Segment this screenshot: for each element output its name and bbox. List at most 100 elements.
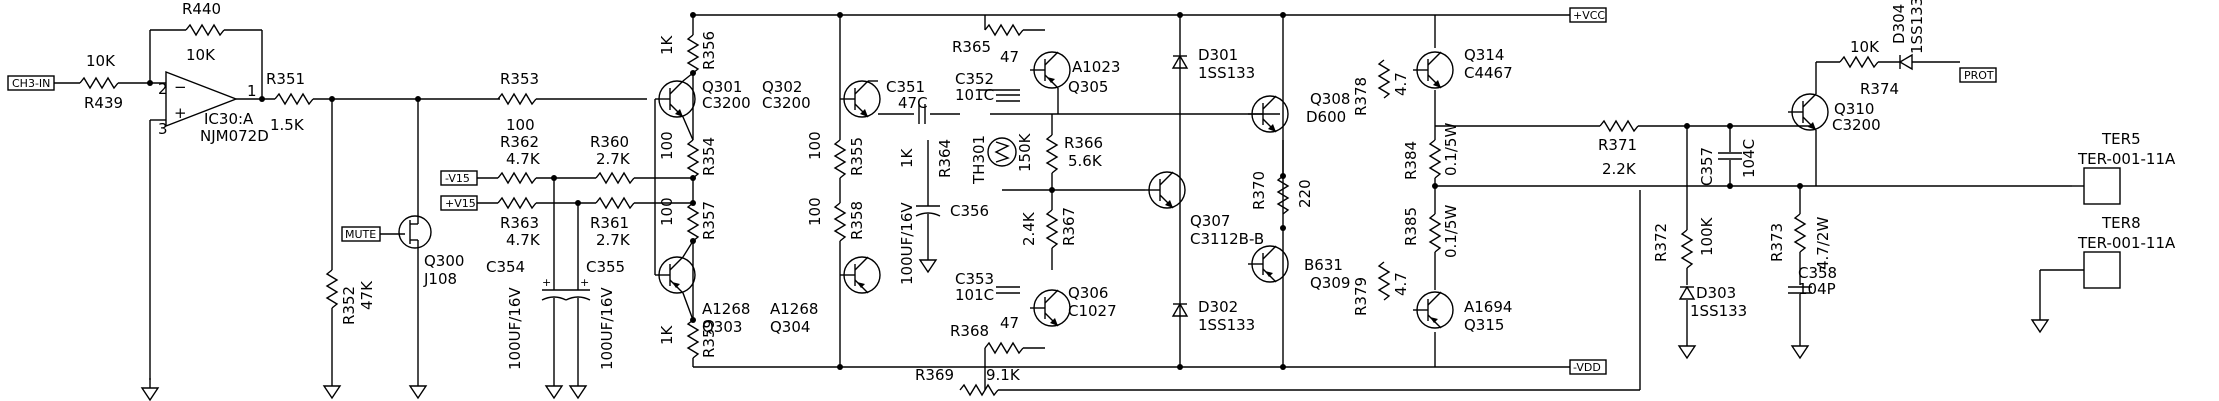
r384-value: 0.1/5W bbox=[1442, 123, 1460, 176]
q308-part: D600 bbox=[1306, 108, 1346, 126]
r374-value: 10K bbox=[1850, 38, 1880, 56]
r358-value: 100 bbox=[806, 197, 824, 226]
c353-value: 101C bbox=[955, 286, 994, 304]
output-terminals: TER5 TER-001-11A TER8 TER-001-11A bbox=[2031, 130, 2176, 333]
q303-part: A1268 bbox=[702, 300, 750, 318]
d302-ref: D302 bbox=[1198, 298, 1238, 316]
transistor-q309 bbox=[1247, 245, 1289, 283]
r379-ref: R379 bbox=[1352, 277, 1370, 316]
resistor-r361 bbox=[595, 197, 635, 209]
resistor-r363 bbox=[497, 197, 537, 209]
terminal-ter5 bbox=[2083, 167, 2121, 205]
th301-ref: TH301 bbox=[970, 135, 988, 185]
c358-ref: C358 bbox=[1798, 264, 1837, 282]
c352-value: 101C bbox=[955, 86, 994, 104]
r369-value: 9.1K bbox=[986, 366, 1021, 384]
opamp-pin1: 1 bbox=[247, 82, 257, 100]
transistor-q301 bbox=[654, 80, 696, 118]
resistor-r369 bbox=[959, 384, 999, 396]
r378-ref: R378 bbox=[1352, 77, 1370, 116]
r354-ref: R354 bbox=[700, 137, 718, 176]
q307-part: C3112B-B bbox=[1190, 230, 1264, 248]
d301-ref: D301 bbox=[1198, 46, 1238, 64]
transistor-q303 bbox=[654, 256, 696, 294]
q314-part: C4467 bbox=[1464, 64, 1513, 82]
r370-value: 220 bbox=[1296, 179, 1314, 208]
r439-ref: R439 bbox=[84, 94, 123, 112]
r351-ref: R351 bbox=[266, 70, 305, 88]
transistor-q302 bbox=[839, 80, 881, 118]
q302-ref: Q302 bbox=[762, 78, 802, 96]
r360-value: 2.7K bbox=[596, 150, 631, 168]
q300-ref: Q300 bbox=[424, 252, 464, 270]
q306-ref: Q306 bbox=[1068, 284, 1108, 302]
resistor-r360 bbox=[595, 172, 635, 184]
port-mute-label: MUTE bbox=[345, 228, 376, 241]
port-vdd bbox=[1569, 359, 1607, 375]
r353-ref: R353 bbox=[500, 70, 539, 88]
r439-value: 10K bbox=[86, 52, 116, 70]
resistor-r354 bbox=[687, 139, 699, 179]
c354-value: 100UF/16V bbox=[506, 287, 524, 370]
q303-ref: Q303 bbox=[702, 318, 742, 336]
r355-value: 100 bbox=[806, 131, 824, 160]
resistor-r367 bbox=[1046, 209, 1058, 249]
ter8-part: TER-001-11A bbox=[2077, 234, 2176, 252]
r371-value: 2.2K bbox=[1602, 160, 1637, 178]
resistor-r351 bbox=[274, 93, 314, 105]
q310-part: C3200 bbox=[1832, 116, 1881, 134]
r366-ref: R366 bbox=[1064, 134, 1103, 152]
r359-value: 1K bbox=[658, 324, 676, 345]
resistor-r352 bbox=[326, 269, 338, 309]
input-stage: CH3-IN 10K R439 − + 2 3 1 IC30:A NJM072D… bbox=[7, 0, 647, 401]
jfet-q300 bbox=[398, 215, 432, 249]
opamp-pin3: 3 bbox=[158, 120, 168, 138]
resistor-r373 bbox=[1794, 213, 1806, 253]
r361-ref: R361 bbox=[590, 214, 629, 232]
transistor-q306 bbox=[1029, 289, 1071, 327]
resistor-r368 bbox=[984, 342, 1024, 354]
terminal-ter8 bbox=[2083, 251, 2121, 289]
c356-value: 100UF/16V bbox=[898, 202, 916, 285]
r369-ref: R369 bbox=[915, 366, 954, 384]
r360-ref: R360 bbox=[590, 133, 629, 151]
q305-part: A1023 bbox=[1072, 58, 1120, 76]
r359-ref: R359 bbox=[700, 319, 718, 358]
r356-value: 1K bbox=[658, 34, 676, 55]
q315-part: A1694 bbox=[1464, 298, 1512, 316]
differential-stage: +VCC -VDD 1K R356 100 R354 100 R357 1K R… bbox=[654, 7, 1607, 375]
r352-value: 47K bbox=[358, 280, 376, 310]
r362-value: 4.7K bbox=[506, 150, 541, 168]
diode-d303 bbox=[1679, 286, 1695, 300]
transistor-q304 bbox=[839, 256, 881, 294]
resistor-r384 bbox=[1429, 139, 1441, 179]
r351-value: 1.5K bbox=[270, 116, 305, 134]
transistor-q315 bbox=[1412, 291, 1454, 329]
svg-text:+: + bbox=[542, 276, 551, 289]
r365-ref: R365 bbox=[952, 38, 991, 56]
q309-part: B631 bbox=[1304, 256, 1343, 274]
r371-ref: R371 bbox=[1598, 136, 1637, 154]
transistor-q314 bbox=[1412, 51, 1454, 89]
opamp-ic30a bbox=[165, 70, 238, 128]
resistor-r355 bbox=[834, 139, 846, 179]
d302-part: 1SS133 bbox=[1198, 316, 1255, 334]
r372-ref: R372 bbox=[1652, 223, 1670, 262]
transistor-q305 bbox=[1029, 51, 1071, 89]
resistor-r379 bbox=[1378, 261, 1390, 301]
r384-ref: R384 bbox=[1402, 141, 1420, 180]
c353-ref: C353 bbox=[955, 270, 994, 288]
transistor-q307 bbox=[1144, 171, 1186, 209]
q305-ref: Q305 bbox=[1068, 78, 1108, 96]
resistor-r371 bbox=[1599, 120, 1639, 132]
r361-value: 2.7K bbox=[596, 231, 631, 249]
svg-text:+: + bbox=[580, 276, 589, 289]
svg-text:−: − bbox=[174, 78, 187, 96]
c355-value: 100UF/16V bbox=[598, 287, 616, 370]
ter5-part: TER-001-11A bbox=[2077, 150, 2176, 168]
r366-value: 5.6K bbox=[1068, 152, 1103, 170]
port-vdd-label: -VDD bbox=[1573, 361, 1601, 374]
c351-value: 47C bbox=[898, 94, 928, 112]
r353-value: 100 bbox=[506, 116, 535, 134]
